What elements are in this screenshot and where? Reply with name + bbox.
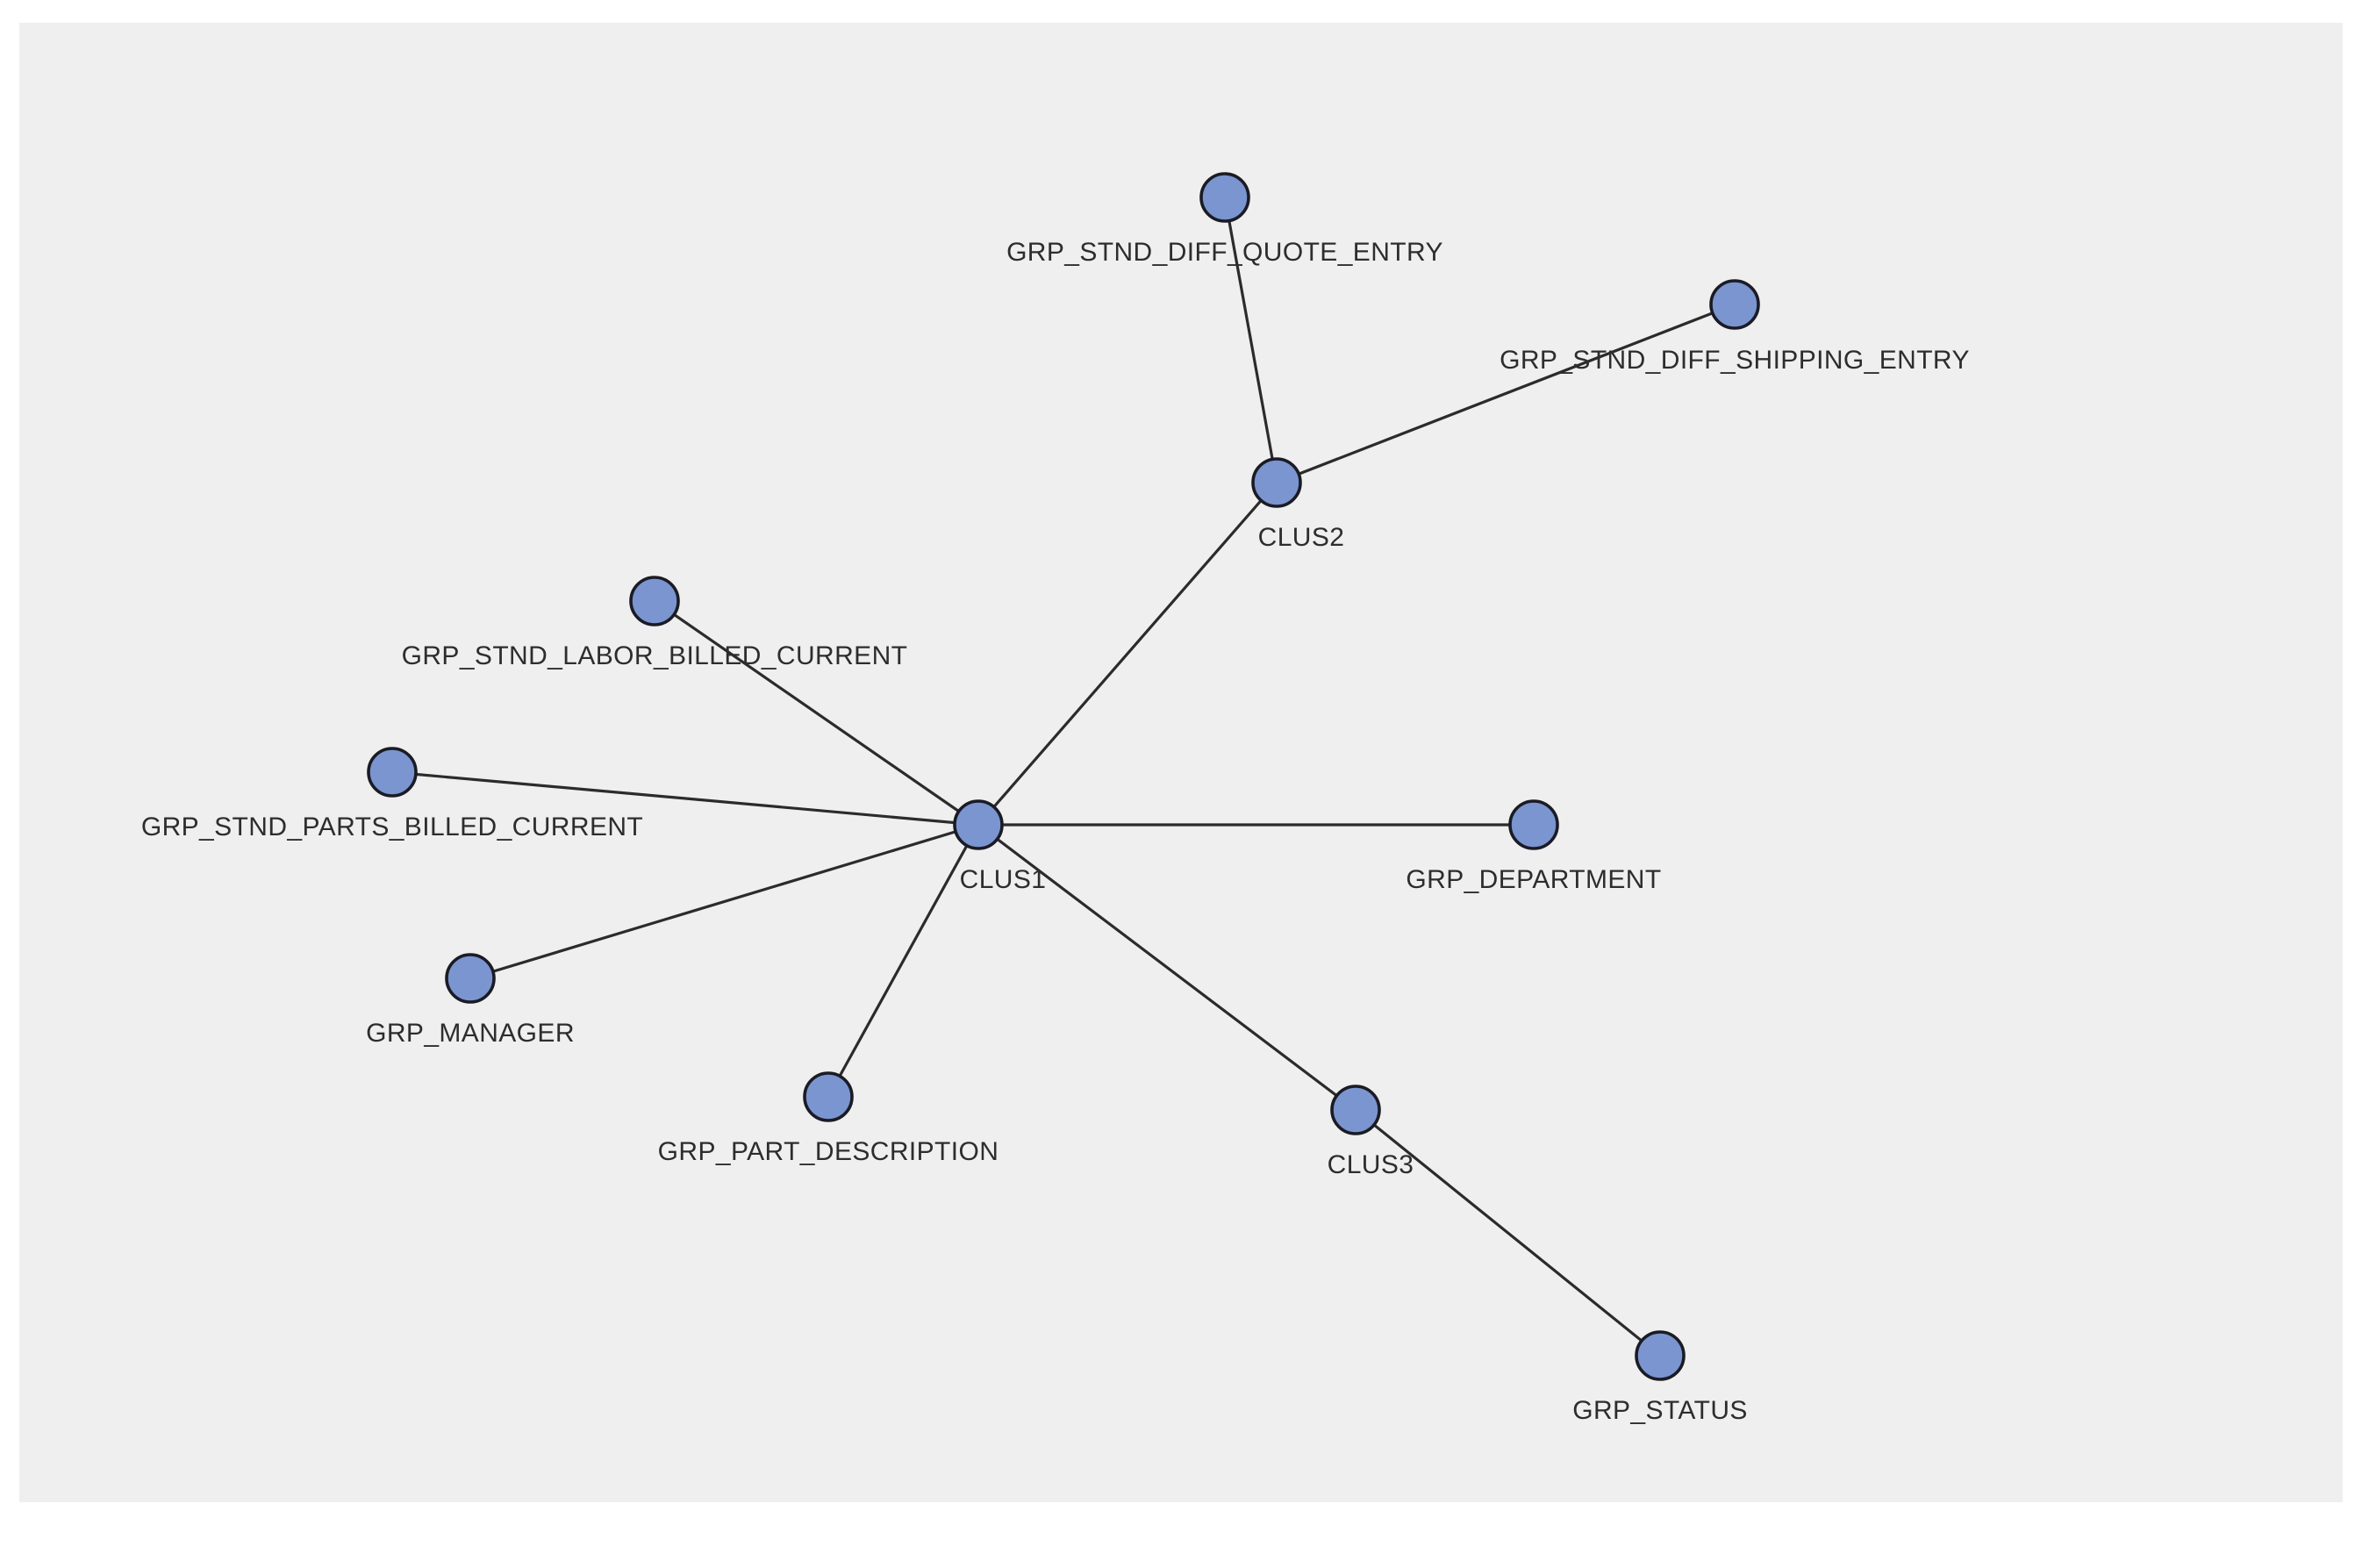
graph-canvas[interactable]: GRP_STND_DIFF_QUOTE_ENTRY GRP_STND_DIFF_S… [19,23,2343,1502]
graph-node-grp_stnd_parts_billed_current[interactable] [367,747,418,798]
graph-edge[interactable] [977,481,1278,827]
graph-node-clus2[interactable] [1251,457,1302,508]
graph-edge[interactable] [827,823,980,1099]
graph-node-grp_department[interactable] [1508,799,1559,850]
graph-node-label-grp_part_description: GRP_PART_DESCRIPTION [658,1137,999,1166]
graph-node-label-grp_stnd_labor_billed_current: GRP_STND_LABOR_BILLED_CURRENT [402,641,908,670]
nodes-layer [367,172,1760,1381]
graph-edge[interactable] [653,599,980,827]
graph-node-grp_stnd_labor_billed_current[interactable] [629,576,680,626]
graph-node-grp_stnd_diff_quote_entry[interactable] [1199,172,1250,223]
graph-edge[interactable] [977,823,1357,1112]
graph-node-label-grp_manager: GRP_MANAGER [366,1019,575,1048]
labels-layer: GRP_STND_DIFF_QUOTE_ENTRY GRP_STND_DIFF_S… [141,238,1970,1425]
graph-node-label-grp_stnd_diff_shipping_entry: GRP_STND_DIFF_SHIPPING_ENTRY [1500,346,1970,375]
graph-node-grp_stnd_diff_shipping_entry[interactable] [1709,279,1760,330]
graph-node-clus3[interactable] [1330,1085,1381,1135]
graph-node-label-clus2: CLUS2 [1258,523,1345,552]
graph-edge[interactable] [1354,1108,1662,1357]
graph-node-grp_manager[interactable] [445,953,496,1004]
graph-node-label-grp_stnd_parts_billed_current: GRP_STND_PARTS_BILLED_CURRENT [141,813,643,841]
graph-node-grp_part_description[interactable] [803,1071,854,1122]
graph-node-label-grp_department: GRP_DEPARTMENT [1406,865,1661,894]
graph-node-label-clus1: CLUS1 [960,865,1047,894]
graph-edge[interactable] [390,770,980,827]
graph-edge[interactable] [469,823,980,980]
graph-node-label-grp_stnd_diff_quote_entry: GRP_STND_DIFF_QUOTE_ENTRY [1006,238,1443,267]
graph-node-label-clus3: CLUS3 [1328,1150,1414,1179]
graph-edge[interactable] [1223,196,1278,484]
graph-edge[interactable] [1275,303,1736,484]
graph-node-clus1[interactable] [953,799,1004,850]
graph-node-grp_status[interactable] [1635,1330,1686,1381]
edges-layer [390,196,1736,1357]
graph-node-label-grp_status: GRP_STATUS [1572,1396,1748,1425]
